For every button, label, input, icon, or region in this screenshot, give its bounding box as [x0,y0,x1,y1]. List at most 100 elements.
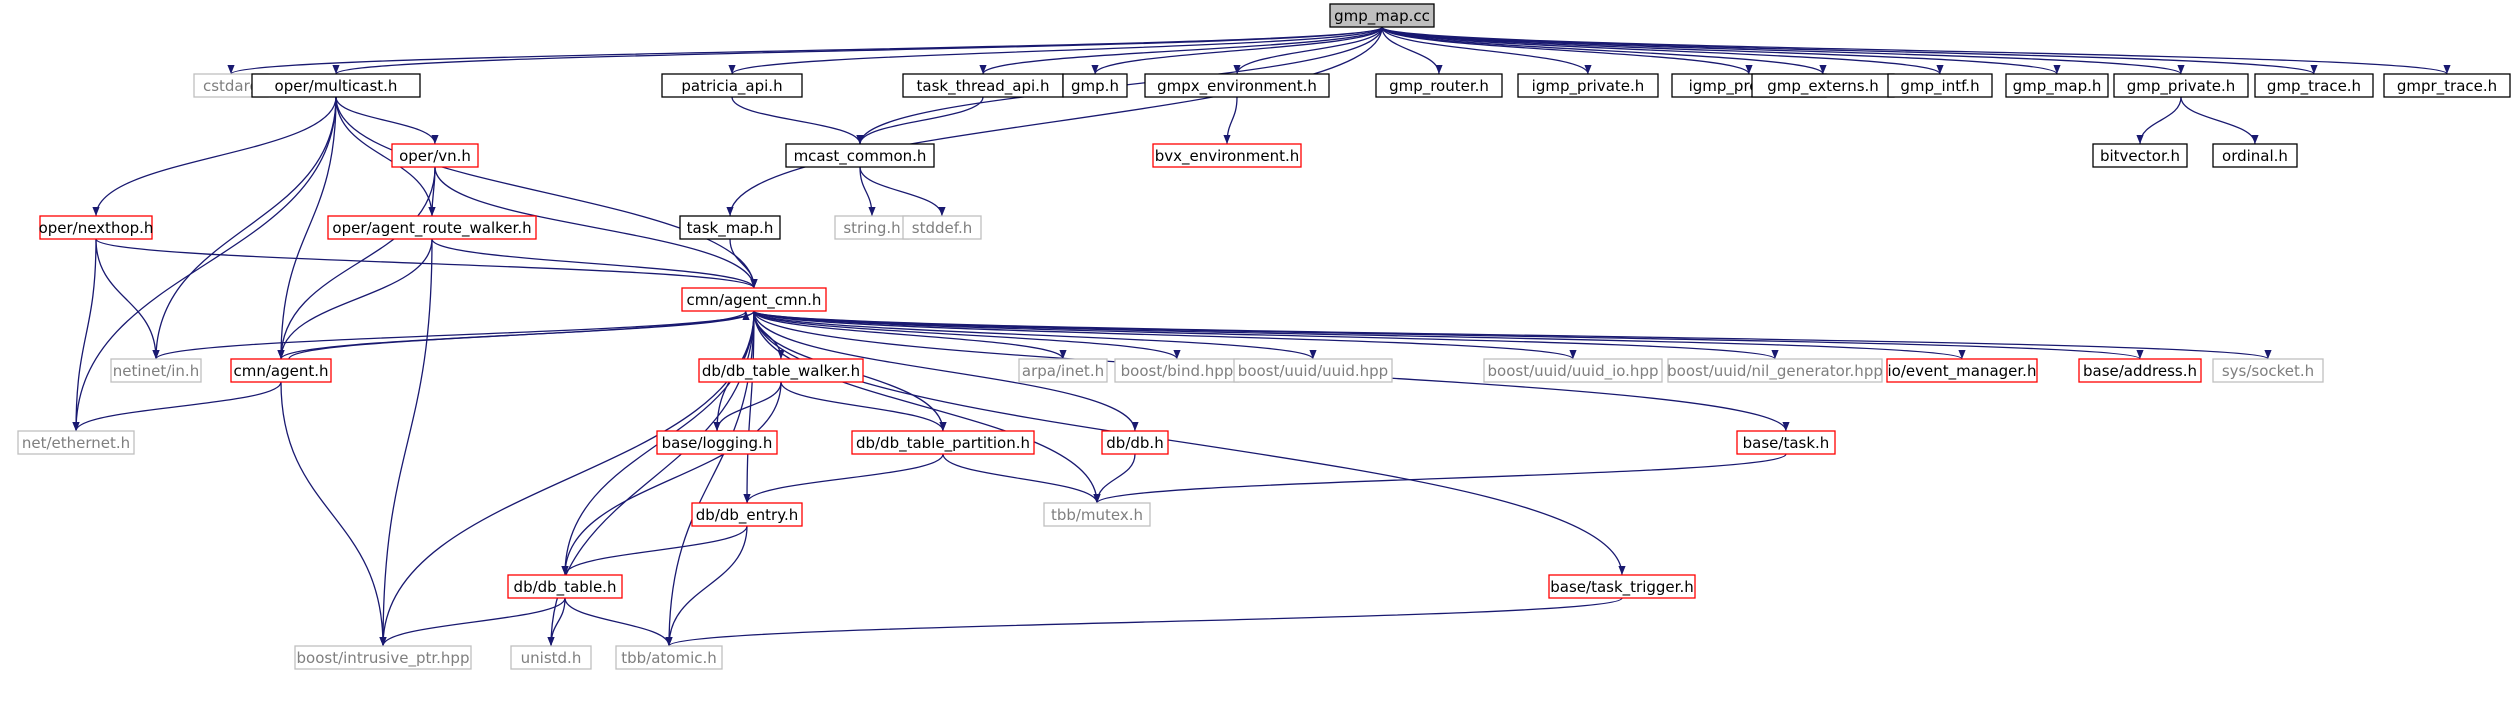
edge-task_map-to-agent_cmn [729,238,758,289]
node-label: gmp_externs.h [1767,77,1879,96]
node-label: gmp_router.h [1389,77,1489,96]
node-patricia[interactable]: patricia_api.h [661,73,803,98]
edge-agent_cmn-to-boost_bind [753,310,1181,360]
node-label: mcast_common.h [794,147,927,166]
node-db-entry[interactable]: db/db_entry.h [691,502,803,527]
node-base-logging[interactable]: base/logging.h [656,430,778,455]
edge-oper_vn-to-agent_cmn [434,166,758,289]
node-igmp-private[interactable]: igmp_private.h [1517,73,1659,98]
node-agent-cmn[interactable]: cmn/agent_cmn.h [681,287,827,312]
node-gmpx-env[interactable]: gmpx_environment.h [1144,73,1330,98]
edge-root-to-gmpr_trace [1381,26,2451,75]
node-label: oper/nexthop.h [39,219,154,237]
node-box [679,215,781,240]
node-label: boost/uuid/uuid.hpp [1238,362,1388,380]
edge-route_walker-to-boost_intrusive [379,238,433,647]
node-label: boost/uuid/nil_generator.hpp [1667,362,1883,381]
edge-base_task-to-tbb_mutex [1093,453,1787,504]
edge-cmn_agent-to-agent_cmn [288,310,750,360]
node-box [1483,358,1663,383]
node-label: db/db_table_partition.h [856,434,1030,453]
node-sys-socket: sys/socket.h [2212,358,2324,383]
node-label: string.h [843,219,900,237]
node-gmp-h[interactable]: gmp.h [1062,73,1128,98]
edge-root-to-multicast [332,26,1383,75]
node-task-thread[interactable]: task_thread_api.h [902,73,1064,98]
node-label: cstdarg [203,77,259,95]
node-task-map[interactable]: task_map.h [679,215,781,240]
node-ordinal[interactable]: ordinal.h [2212,143,2298,168]
node-bitvector[interactable]: bitvector.h [2092,143,2188,168]
edge-db_entry-to-tbb_atomic [665,525,748,647]
node-base-address[interactable]: base/address.h [2078,358,2202,383]
node-label: boost/intrusive_ptr.hpp [297,649,470,668]
node-gmpr-trace[interactable]: gmpr_trace.h [2383,73,2511,98]
node-mcast-common[interactable]: mcast_common.h [785,143,935,168]
node-gmp-router[interactable]: gmp_router.h [1375,73,1503,98]
node-box [1233,358,1393,383]
node-nexthop[interactable]: oper/nexthop.h [39,215,154,240]
node-cmn-agent[interactable]: cmn/agent.h [230,358,332,383]
node-box [2113,73,2249,98]
node-gmp-intf[interactable]: gmp_intf.h [1887,73,1993,98]
node-db-table-walker[interactable]: db/db_table_walker.h [698,358,864,383]
node-oper-vn[interactable]: oper/vn.h [391,143,479,168]
node-box [327,215,537,240]
edge-nexthop-to-netinet_in [95,238,160,360]
node-gmp-trace[interactable]: gmp_trace.h [2254,73,2374,98]
node-boost-nil: boost/uuid/nil_generator.hpp [1667,358,1883,383]
node-gmp-externs[interactable]: gmp_externs.h [1751,73,1895,98]
node-label: ordinal.h [2222,147,2288,165]
node-label: gmpr_trace.h [2397,77,2497,96]
edge-root-to-task_map [726,26,1383,217]
node-box [1062,73,1128,98]
node-box [851,430,1035,455]
node-label: netinet/in.h [113,362,199,380]
node-label: gmp_intf.h [1900,77,1979,96]
node-box [17,430,135,455]
edge-multicast-to-cmn_agent [277,96,337,360]
edge-multicast-to-netinet_in [152,96,337,360]
edge-root-to-gmp_router [1381,26,1443,75]
node-label: bvx_environment.h [1155,147,1300,166]
node-route-walker[interactable]: oper/agent_route_walker.h [327,215,537,240]
node-box [1329,3,1435,28]
node-box [661,73,803,98]
edge-root-to-cstdarg [227,26,1383,75]
edge-multicast-to-agent_cmn [335,96,758,289]
node-bvx-env[interactable]: bvx_environment.h [1152,143,1302,168]
node-gmp-private[interactable]: gmp_private.h [2113,73,2249,98]
edge-multicast-to-route_walker [335,96,436,217]
node-gmp-map-h[interactable]: gmp_map.h [2005,73,2109,98]
edge-multicast-to-net_ethernet [72,96,337,432]
node-db-table-partition[interactable]: db/db_table_partition.h [851,430,1035,455]
edge-agent_cmn-to-boost_uuid_io [753,310,1577,360]
node-multicast[interactable]: oper/multicast.h [251,73,421,98]
node-box [785,143,935,168]
node-event-manager[interactable]: io/event_manager.h [1886,358,2038,383]
edge-agent_cmn-to-netinet_in [152,310,755,360]
node-box [2212,143,2298,168]
node-label: gmpx_environment.h [1157,77,1317,96]
node-root[interactable]: gmp_map.cc [1329,3,1435,28]
edge-db_table_partition-to-db_entry [743,453,944,504]
node-label: oper/agent_route_walker.h [332,219,531,238]
node-db-db[interactable]: db/db.h [1101,430,1169,455]
node-box [230,358,332,383]
edge-root-to-gmpx_env [1233,26,1383,75]
node-db-table[interactable]: db/db_table.h [507,574,623,599]
node-box [691,502,803,527]
edge-gmp_private-to-ordinal [2180,96,2259,145]
node-label: boost/bind.hpp [1121,362,1234,380]
node-base-task[interactable]: base/task.h [1736,430,1836,455]
node-netinet-in: netinet/in.h [110,358,202,383]
node-label: base/logging.h [662,434,773,452]
node-label: base/address.h [2083,362,2197,380]
edge-db_db-to-tbb_mutex [1093,453,1136,504]
node-box [1548,574,1696,599]
edge-root-to-gmp_private [1381,26,2185,75]
node-box [2383,73,2511,98]
edge-cmn_agent-to-net_ethernet [72,381,282,432]
node-task-trigger[interactable]: base/task_trigger.h [1548,574,1696,599]
node-label: db/db_table.h [514,578,617,597]
